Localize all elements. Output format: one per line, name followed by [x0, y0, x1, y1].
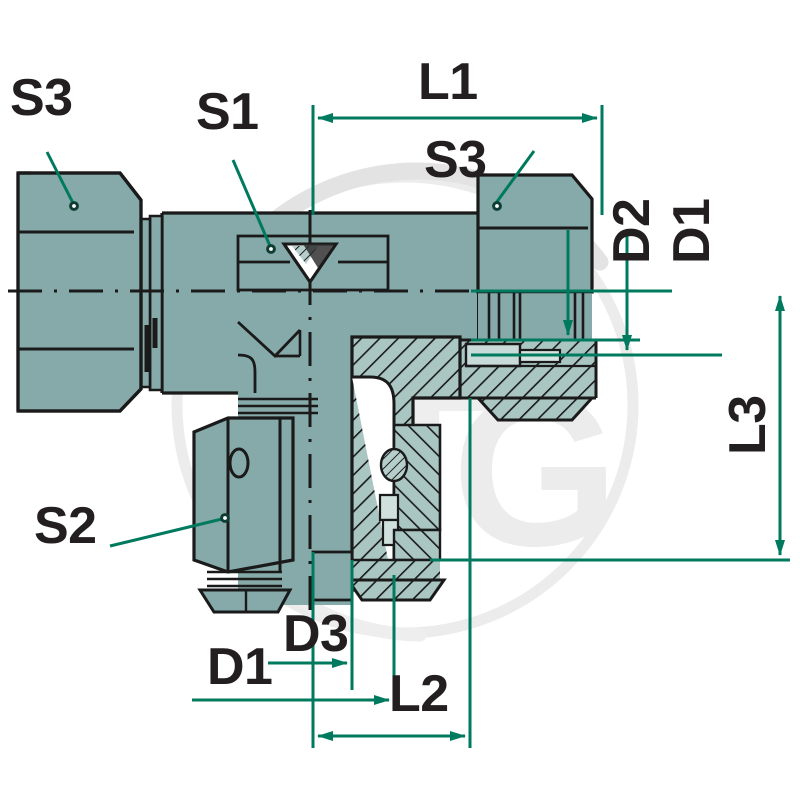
dimension-label-D1-right: D1	[663, 198, 721, 264]
dimension-L3	[430, 295, 790, 562]
callout-label-s2: S2	[34, 497, 97, 555]
dimension-label-L2: L2	[389, 665, 449, 723]
leader-s3-right	[494, 150, 536, 204]
dimension-label-L3: L3	[719, 395, 777, 455]
dimension-label-D3: D3	[283, 605, 349, 663]
callout-label-s3-right: S3	[424, 131, 487, 189]
callout-label-s1: S1	[196, 83, 259, 141]
callout-label-s3-left: S3	[10, 69, 73, 127]
callout-leaders	[45, 150, 536, 548]
dimension-D2	[471, 230, 672, 342]
leader-s1	[231, 159, 272, 247]
dimension-D1-right	[471, 230, 722, 357]
dimension-label-D1-bottom: D1	[207, 638, 273, 696]
callout-dots	[69, 201, 502, 523]
leader-s3-left	[45, 151, 75, 204]
branch-union-nut	[192, 416, 295, 614]
dimension-L2	[311, 398, 472, 748]
surface-finish-icon	[281, 242, 339, 285]
dimension-D1-bottom	[192, 575, 396, 705]
branch-thread-lines	[238, 397, 318, 415]
leader-s2	[109, 517, 223, 548]
dimension-label-D2: D2	[603, 198, 661, 264]
dimension-label-L1: L1	[418, 53, 478, 111]
dimension-L1	[311, 105, 604, 215]
section-cut-region	[311, 335, 598, 602]
